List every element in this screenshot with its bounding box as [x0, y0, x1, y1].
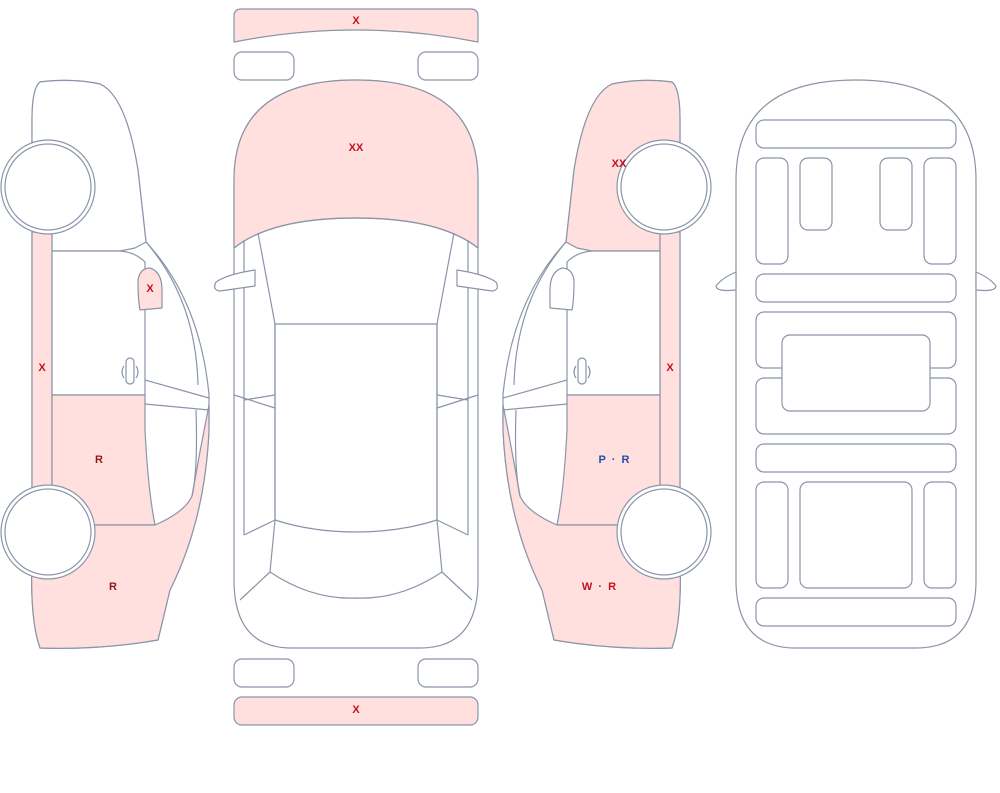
right-rear-door-mark-r: R — [621, 454, 629, 466]
front-right-seat — [879, 157, 913, 231]
rear-right-seat-side — [923, 481, 957, 589]
front-left-seat-side — [755, 157, 789, 265]
right-rear-door-mark-p: P — [599, 454, 606, 466]
right-pillar-line-2 — [502, 403, 568, 411]
left-pillar-line — [144, 379, 210, 399]
front-right-seat-side — [923, 157, 957, 265]
windshield — [233, 217, 479, 249]
right-rear-quarter-mark-sep: · — [598, 581, 602, 593]
rear-bumper-mark: X — [352, 704, 360, 716]
right-door-handle — [577, 357, 587, 385]
rear-bumper[interactable] — [233, 696, 479, 726]
a-pillar-left — [257, 232, 276, 325]
right-front-fender-mark: XX — [612, 158, 627, 170]
right-door-handle-trim — [573, 365, 591, 379]
left-rocker-mark: X — [38, 362, 46, 374]
right-mirror[interactable] — [549, 267, 575, 311]
right-side-view: XX X P · R W · R — [502, 79, 712, 649]
top-left-mirror — [214, 269, 256, 292]
left-rear-wheel-rim — [4, 488, 92, 576]
right-rear-glass-line — [514, 409, 521, 497]
front-left-light — [233, 51, 295, 81]
sunroof-panel — [781, 334, 931, 412]
front-left-seat — [799, 157, 833, 231]
left-rear-quarter-mark: R — [109, 581, 117, 593]
rear-crossbar — [755, 443, 957, 473]
right-front-door[interactable] — [566, 250, 661, 396]
top-right-mirror — [456, 269, 498, 292]
right-rocker-mark: X — [666, 362, 674, 374]
rear-right-light — [417, 658, 479, 688]
left-door-handle — [125, 357, 135, 385]
rear-bench — [799, 481, 913, 589]
right-side-line — [436, 240, 469, 535]
right-front-wheel-rim — [620, 143, 708, 231]
rear-left-seat-side — [755, 481, 789, 589]
front-crossbar — [755, 273, 957, 303]
right-door-seam — [436, 394, 479, 409]
left-rear-door-mark: R — [95, 454, 103, 466]
left-mirror[interactable] — [137, 267, 163, 311]
front-bumper-mark: X — [352, 15, 360, 27]
dashboard — [755, 119, 957, 149]
left-mirror-mark: X — [146, 283, 154, 295]
left-front-wheel-rim — [4, 143, 92, 231]
left-window-line — [145, 241, 199, 386]
front-right-light — [417, 51, 479, 81]
rear-left-pillar — [239, 519, 276, 601]
right-rear-quarter-mark-r: R — [608, 581, 616, 593]
right-rear-wheel-rim — [620, 488, 708, 576]
left-front-door[interactable] — [51, 250, 146, 396]
top-view: X XX X — [214, 8, 498, 726]
rear-window — [269, 519, 443, 599]
left-door-seam — [233, 394, 276, 409]
interior-right-mirror — [975, 271, 997, 292]
rear-left-light — [233, 658, 295, 688]
front-bumper[interactable] — [233, 8, 479, 43]
left-door-handle-trim — [121, 365, 139, 379]
left-pillar-line-2 — [144, 403, 210, 411]
right-pillar-line — [502, 379, 568, 399]
a-pillar-right — [436, 232, 455, 325]
rear-right-pillar — [436, 519, 473, 601]
trunk-panel — [755, 597, 957, 627]
right-rear-quarter-mark: W · R — [582, 581, 616, 593]
right-window-line — [513, 241, 567, 386]
interior-view — [715, 79, 997, 649]
left-side-line — [243, 240, 276, 535]
right-rear-door-mark-sep: · — [612, 454, 616, 466]
right-rear-door-mark: P · R — [599, 454, 630, 466]
left-rear-glass-line — [191, 409, 198, 497]
roof-outline — [274, 323, 438, 533]
right-rear-quarter-mark-w: W — [582, 581, 593, 593]
hood-mark: XX — [349, 142, 364, 154]
interior-left-mirror — [715, 271, 737, 292]
left-side-view: X X R R — [0, 79, 210, 649]
